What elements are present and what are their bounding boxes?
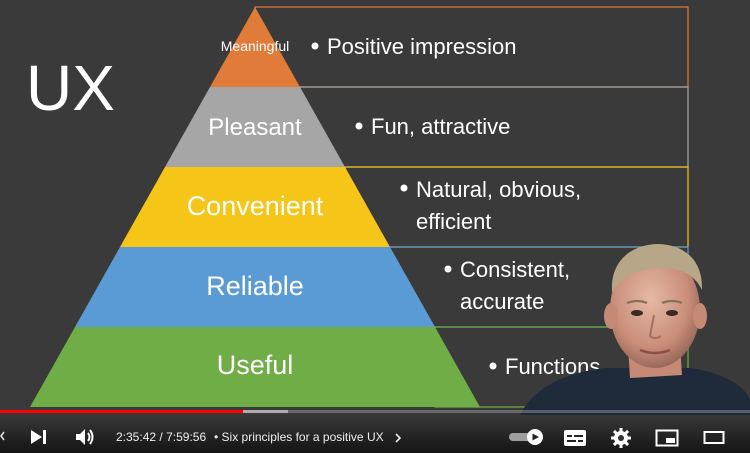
theater-icon[interactable] — [703, 430, 725, 446]
slide-big-title: UX — [26, 52, 115, 124]
bullet-text-convenient-line2: efficient — [416, 209, 491, 234]
duration: 7:59:56 — [166, 430, 207, 444]
next-icon[interactable] — [28, 428, 50, 446]
pyramid-level-reliable — [75, 247, 435, 327]
current-time: 2:35:42 — [116, 430, 157, 444]
bullet-dot — [400, 184, 408, 192]
pyramid-level-meaningful — [210, 7, 300, 87]
pyramid-level-useful — [30, 327, 480, 407]
played-bar — [0, 410, 244, 413]
bullet-dot — [444, 265, 452, 273]
time-separator: / — [159, 430, 163, 444]
pyramid-level-pleasant — [165, 87, 345, 167]
presenter-face — [610, 252, 700, 368]
chevron-right-icon — [395, 433, 402, 443]
level-label-pleasant: Pleasant — [208, 114, 302, 141]
time-display: 2:35:42 / 7:59:56 — [116, 430, 206, 444]
chapter-title: Six principles for a positive UX — [221, 430, 384, 444]
chapter-button[interactable]: • Six principles for a positive UX — [214, 430, 403, 444]
miniplayer-icon[interactable] — [655, 429, 679, 447]
level-label-reliable: Reliable — [206, 271, 304, 301]
chapter-dot: • — [214, 430, 219, 444]
progress-bar[interactable] — [0, 410, 750, 413]
presenter-webcam — [520, 244, 750, 415]
left-edge-chevron-icon — [0, 431, 5, 441]
bullet-text-meaningful: Positive impression — [327, 34, 517, 59]
gear-icon[interactable] — [610, 427, 632, 449]
pyramid — [30, 7, 480, 407]
level-label-convenient: Convenient — [187, 191, 324, 221]
level-label-meaningful: Meaningful — [221, 38, 290, 54]
bullet-text-reliable-line2: accurate — [460, 289, 544, 314]
bullet-text-pleasant: Fun, attractive — [371, 114, 510, 139]
pyramid-level-convenient — [120, 167, 390, 247]
bullet-dot — [355, 122, 363, 130]
autoplay-toggle-icon[interactable] — [508, 428, 544, 446]
volume-icon[interactable] — [73, 426, 97, 448]
bullet-text-convenient-line1: Natural, obvious, — [416, 177, 581, 202]
subtitles-icon[interactable] — [563, 429, 587, 447]
level-label-useful: Useful — [217, 350, 294, 380]
bullet-text-reliable-line1: Consistent, — [460, 257, 570, 282]
buffer-bar — [243, 410, 289, 413]
bullet-dot — [489, 362, 497, 370]
bullet-dot — [311, 42, 319, 50]
presenter-shirt — [520, 368, 750, 415]
